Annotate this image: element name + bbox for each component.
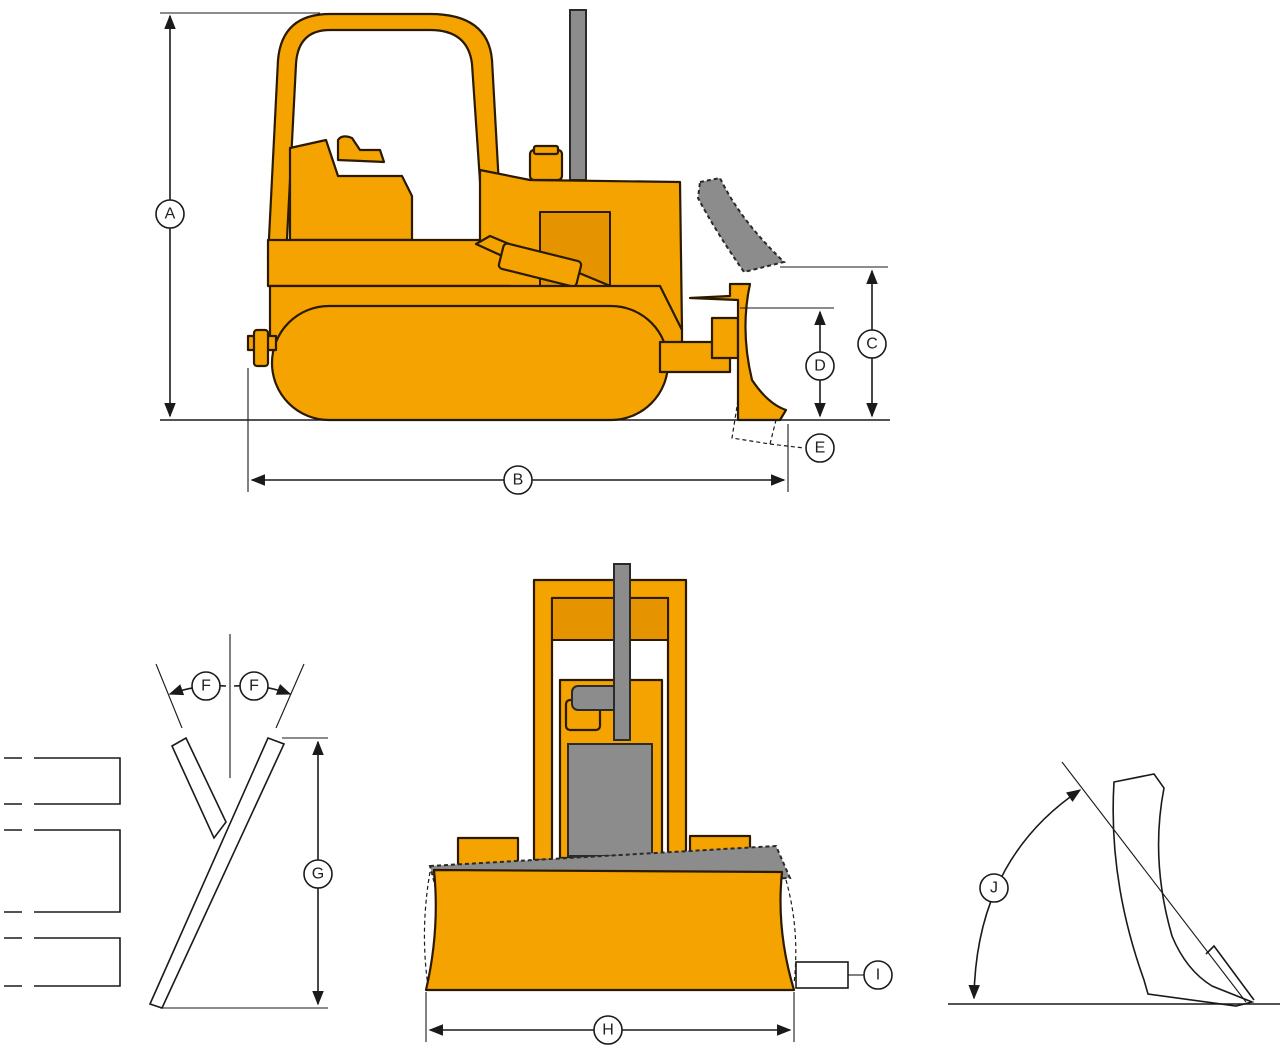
label-f-right: F [249,678,259,695]
raised-blade-outline [696,176,787,274]
label-j: J [990,880,998,897]
blade-pitch-view: J [948,761,1280,1007]
tilt-block [795,961,849,989]
rops-frame [266,12,504,260]
label-j-circle [979,873,1009,903]
blade-profile [1112,773,1255,1007]
f-left-line [155,663,183,729]
push-arm-bracket [710,316,740,360]
blade-angle-view: F F G [4,634,333,1009]
label-g-circle [303,859,333,889]
side-view: A B C D E [155,9,890,495]
label-b-circle [503,465,533,495]
label-h: H [602,1022,614,1039]
tilted-blade-edge-left [423,871,431,987]
blade-angled-left [170,736,227,840]
label-f-left: F [201,678,211,695]
drawbar-pin [252,328,270,368]
track-block-1 [34,757,121,805]
label-e-circle [805,433,835,463]
front-blade [424,868,796,992]
exhaust-stack [569,9,587,181]
lowered-blade-outline [731,399,777,445]
label-d: D [814,358,826,375]
track-block-2 [34,829,121,913]
label-c: C [866,336,878,353]
label-h-circle [593,1015,623,1045]
tilted-blade-edge-right [785,879,797,985]
radiator-grille [567,743,653,857]
f-right-line [275,663,305,729]
front-view: I H [423,563,893,1045]
blade-edge-detail [1205,944,1255,1001]
label-i: I [876,967,880,984]
e-leader [769,443,805,449]
track [270,304,670,422]
label-i-circle [863,960,893,990]
cylinder-housing [497,242,583,288]
label-g: G [312,866,324,883]
exhaust-stack-front [613,563,631,741]
label-f-left-circle [191,671,221,701]
air-cleaner-cap [532,144,560,156]
label-b: B [513,472,524,489]
label-a: A [165,206,176,223]
label-c-circle [857,329,887,359]
label-f-right-circle [239,671,269,701]
label-a-circle [155,199,185,229]
track-block-3 [34,937,121,987]
rops-top-panel [551,597,669,641]
blade-angled-right [148,736,286,1009]
operator-seat [336,135,386,164]
label-e: E [815,440,826,457]
pitch-reference-line [1061,761,1247,1003]
dozer-blade [688,282,788,422]
label-d-circle [805,351,835,381]
